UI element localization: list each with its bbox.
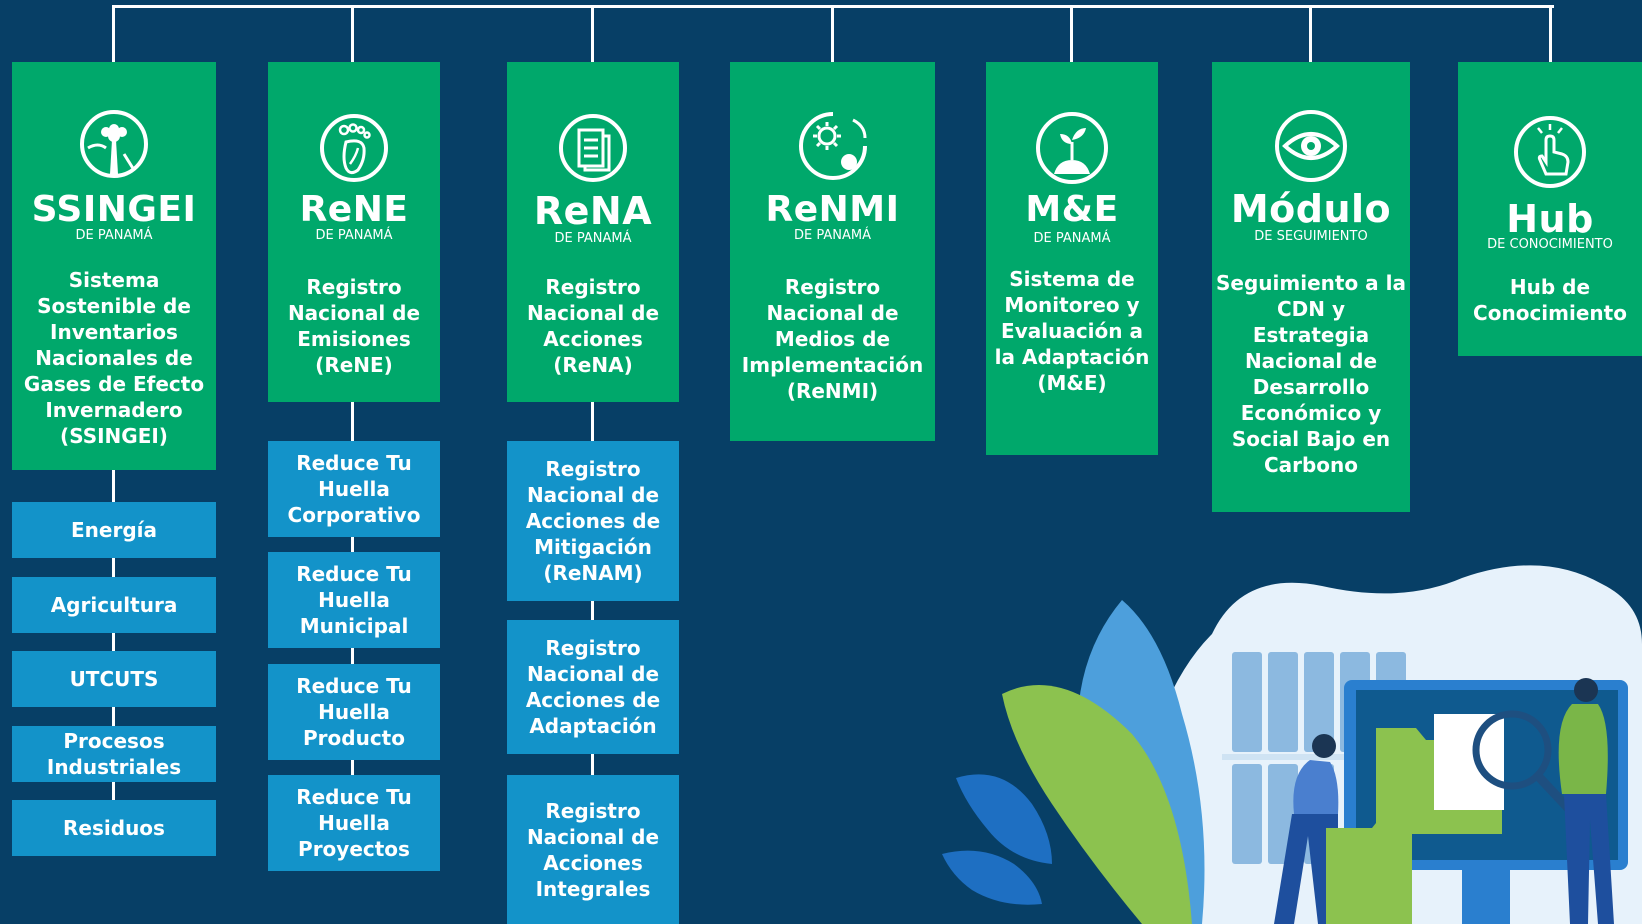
module-card-rena[interactable]: ReNA DE PANAMÁ Registro Nacional de Acci… [507, 62, 679, 402]
registry-box-integrales[interactable]: Registro Nacional de Acciones Integrales [507, 775, 679, 924]
connector [831, 5, 834, 62]
module-acronym: ReNA [533, 189, 653, 233]
module-description: Hub de Conocimiento [1473, 275, 1627, 325]
module-acronym: ReNMI [765, 189, 900, 230]
module-description: Sistema Sostenible de Inventarios Nacion… [23, 268, 205, 448]
program-box-municipal[interactable]: Reduce Tu Huella Municipal [268, 552, 440, 648]
module-acronym: Módulo [1230, 187, 1392, 231]
module-card-modulo[interactable]: Módulo DE SEGUIMIENTO Seguimiento a la C… [1212, 62, 1410, 512]
module-subtitle: DE SEGUIMIENTO [1254, 229, 1368, 244]
person-man [1558, 678, 1614, 924]
eye-icon [1275, 110, 1347, 182]
connector [351, 5, 354, 62]
monitor-stand [1462, 870, 1510, 924]
program-box-corporativo[interactable]: Reduce Tu Huella Corporativo [268, 441, 440, 537]
sprout-icon [1036, 112, 1108, 184]
module-description: Registro Nacional de Acciones (ReNA) [526, 275, 660, 377]
module-description: Registro Nacional de Emisiones (ReNE) [287, 275, 421, 377]
module-description: Sistema de Monitoreo y Evaluación a la A… [994, 267, 1150, 395]
module-card-me[interactable]: M&E DE PANAMÁ Sistema de Monitoreo y Eva… [986, 62, 1158, 455]
document-on-screen [1434, 714, 1504, 810]
leaf-green [1002, 685, 1192, 924]
sector-box-procesos[interactable]: Procesos Industriales [12, 726, 216, 782]
pointer-hand-icon [1514, 116, 1586, 188]
gears-icon [798, 112, 867, 180]
sector-box-residuos[interactable]: Residuos [12, 800, 216, 856]
module-subtitle: DE CONOCIMIENTO [1487, 237, 1613, 252]
module-card-renmi[interactable]: ReNMI DE PANAMÁ Registro Nacional de Med… [730, 62, 935, 441]
sector-box-agricultura[interactable]: Agricultura [12, 577, 216, 633]
module-card-ssingei[interactable]: SSINGEI DE PANAMÁ Sistema Sostenible de … [12, 62, 216, 470]
module-subtitle: DE PANAMÁ [75, 228, 153, 243]
magnifier-handle [1534, 772, 1572, 812]
registry-box-mitigacion[interactable]: Registro Nacional de Acciones de Mitigac… [507, 441, 679, 601]
module-card-hub[interactable]: Hub DE CONOCIMIENTO Hub de Conocimiento [1458, 62, 1642, 356]
leaf-small-1 [956, 774, 1052, 864]
leaf-small-2 [942, 850, 1042, 905]
folder-box [1326, 818, 1412, 924]
program-box-producto[interactable]: Reduce Tu Huella Producto [268, 664, 440, 760]
office-illustration [942, 565, 1642, 924]
module-acronym: SSINGEI [31, 189, 197, 230]
connector [112, 5, 115, 62]
footprint-icon [320, 114, 388, 182]
connector [112, 470, 115, 814]
module-subtitle: DE PANAMÁ [794, 228, 871, 243]
module-subtitle: DE PANAMÁ [315, 228, 393, 243]
module-acronym: Hub [1506, 197, 1594, 241]
connector [1070, 5, 1073, 62]
documents-icon [559, 114, 627, 182]
person-woman [1274, 734, 1339, 924]
sector-box-utcuts[interactable]: UTCUTS [12, 651, 216, 707]
connector [1549, 5, 1552, 62]
sector-box-energia[interactable]: Energía [12, 502, 216, 558]
module-description: Registro Nacional de Medios de Implement… [741, 275, 924, 403]
module-description: Seguimiento a la CDN y Estrategia Nacion… [1216, 271, 1406, 477]
tree-landscape-icon [80, 110, 148, 178]
module-acronym: ReNE [299, 189, 409, 230]
module-card-rene[interactable]: ReNE DE PANAMÁ Registro Nacional de Emis… [268, 62, 440, 402]
registry-box-adaptacion[interactable]: Registro Nacional de Acciones de Adaptac… [507, 620, 679, 754]
magnifier-lens [1472, 710, 1552, 790]
connector [591, 5, 594, 62]
module-acronym: M&E [1025, 189, 1119, 230]
module-subtitle: DE PANAMÁ [554, 231, 632, 246]
module-subtitle: DE PANAMÁ [1033, 231, 1111, 246]
connector [1309, 5, 1312, 62]
program-box-proyectos[interactable]: Reduce Tu Huella Proyectos [268, 775, 440, 871]
